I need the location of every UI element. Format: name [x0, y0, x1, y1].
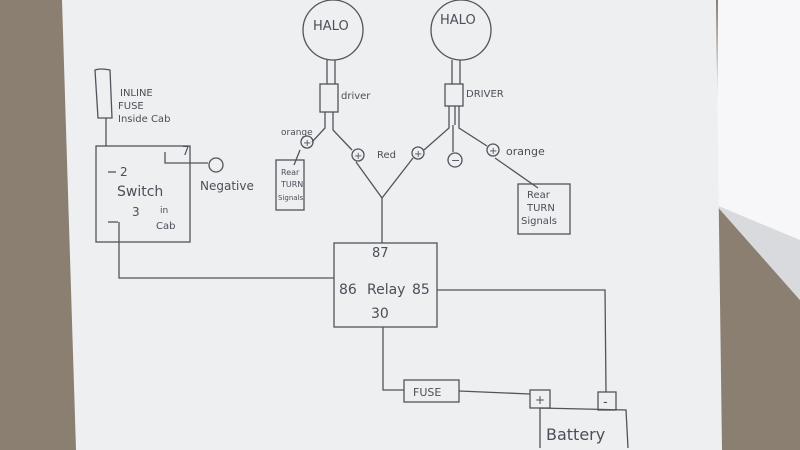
- relay-87-label: 87: [372, 246, 389, 261]
- plus-sign-red-right: +: [414, 149, 422, 160]
- battery-minus-label: -: [603, 395, 608, 410]
- switch-cab-label: Cab: [156, 221, 175, 232]
- switch-word-label: Switch: [117, 184, 163, 200]
- orange-right-wire: [494, 157, 539, 189]
- negative-label: Negative: [200, 179, 254, 193]
- battery-body: [539, 407, 629, 449]
- rear-right-label-3: Signals: [521, 216, 557, 227]
- halo-right-label: HALO: [440, 13, 476, 28]
- driver-right-lead-a: [423, 106, 450, 151]
- rear-right-label-2: TURN: [526, 203, 555, 214]
- fuse-to-battery-wire: [458, 390, 531, 395]
- driver-left-lead-b: [332, 112, 353, 151]
- plus-sign-orange-right: +: [489, 146, 497, 157]
- driver-right-lead-c: [458, 106, 488, 147]
- relay-30-wire: [382, 327, 404, 391]
- switch-pin-3-wire: [118, 222, 334, 279]
- plus-circle-orange-left: [300, 135, 314, 149]
- halo-left-bulb: [302, 0, 364, 61]
- inline-fuse-label-3: Inside Cab: [118, 114, 170, 125]
- relay-85-ground-wire: [437, 289, 607, 393]
- driver-left-label: driver: [341, 91, 371, 102]
- halo-right-stem: [451, 60, 461, 84]
- switch-in-label: in: [160, 206, 168, 216]
- relay-box: [333, 242, 438, 328]
- rear-left-label-2: TURN: [280, 180, 303, 189]
- switch-pin-7-line: [164, 152, 208, 164]
- main-fuse-label: FUSE: [413, 386, 441, 399]
- inline-fuse-label-1: INLINE: [120, 88, 153, 99]
- background-paper-shadow: [716, 205, 800, 300]
- rear-turn-right-box: [517, 183, 571, 235]
- driver-left-box: [319, 83, 339, 113]
- battery-plus-label: +: [535, 393, 545, 407]
- paper-sheet: [62, 0, 722, 450]
- switch-pin-7-label: 7: [182, 144, 190, 158]
- orange-left-wire: [293, 149, 301, 166]
- halo-right-bulb: [430, 0, 492, 61]
- rear-left-label-1: Rear: [281, 168, 300, 177]
- diagram-lines: [94, 0, 629, 449]
- halo-left-stem: [326, 60, 336, 84]
- orange-right-label: orange: [506, 145, 545, 158]
- negative-ground-circle: [208, 157, 224, 173]
- minus-circle-driver: [447, 152, 463, 168]
- relay-85-label: 85: [412, 282, 430, 298]
- relay-30-label: 30: [371, 306, 389, 322]
- halo-left-label: HALO: [313, 19, 349, 34]
- diagram-labels: HALO HALO driver DRIVER INLINE FUSE Insi…: [117, 13, 608, 444]
- plus-sign-red-left: +: [354, 151, 362, 162]
- plus-circle-orange-right: [486, 143, 500, 157]
- plus-circle-red-right: [411, 146, 425, 160]
- inline-fuse-label-2: FUSE: [118, 101, 144, 112]
- driver-right-box: [444, 83, 464, 107]
- red-label: Red: [377, 150, 396, 161]
- rear-turn-left-box: [275, 159, 305, 211]
- plus-circle-red-left: [351, 148, 365, 162]
- rear-left-label-3: Signals: [278, 194, 304, 202]
- driver-right-label: DRIVER: [466, 89, 504, 100]
- battery-label: Battery: [546, 425, 605, 444]
- relay-word-label: Relay: [367, 282, 405, 298]
- orange-left-label: orange: [281, 128, 313, 138]
- driver-left-lead-a: [311, 112, 326, 143]
- switch-box: [95, 145, 191, 243]
- switch-pin-2-label: 2: [120, 165, 128, 179]
- rear-right-label-1: Rear: [527, 190, 551, 201]
- minus-sign-driver: −: [451, 154, 460, 167]
- plus-sign-orange-left: +: [303, 138, 311, 149]
- inline-fuse-shape: [94, 68, 113, 119]
- switch-pin-3-label: 3: [132, 205, 140, 219]
- relay-86-label: 86: [339, 282, 357, 298]
